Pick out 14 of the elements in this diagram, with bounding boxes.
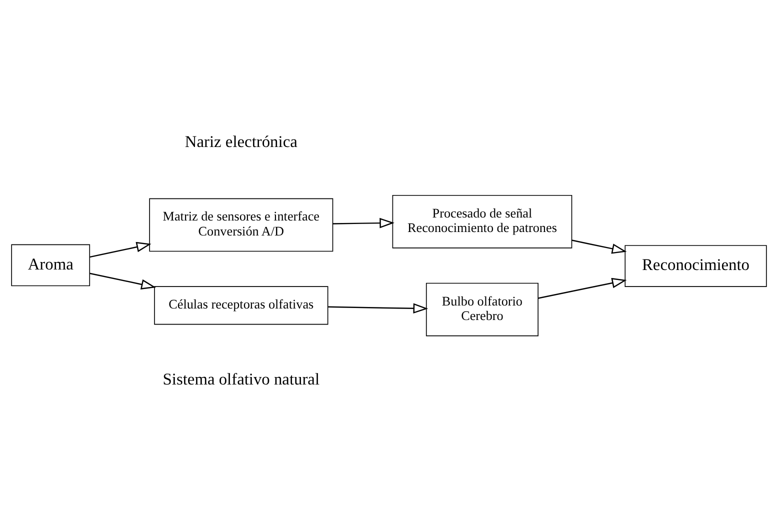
node-box: Reconocimiento: [624, 244, 767, 286]
arrow: [572, 239, 627, 254]
node-box: Procesado de señal Reconocimiento de patrones: [392, 194, 572, 248]
arrow: [538, 277, 627, 298]
label: Nariz electrónica: [184, 131, 298, 150]
arrow: [90, 241, 152, 258]
node-box: Matriz de sensores e interface Conversión A/D: [149, 198, 334, 252]
arrow: [332, 217, 394, 228]
arrow: [90, 272, 156, 289]
node-box: Aroma: [11, 244, 90, 286]
node-box: Células receptoras olfativas: [154, 286, 328, 324]
arrow: [328, 302, 428, 314]
node-box: Bulbo olfatorio Cerebro: [426, 282, 538, 336]
label: Sistema olfativo natural: [162, 368, 320, 388]
